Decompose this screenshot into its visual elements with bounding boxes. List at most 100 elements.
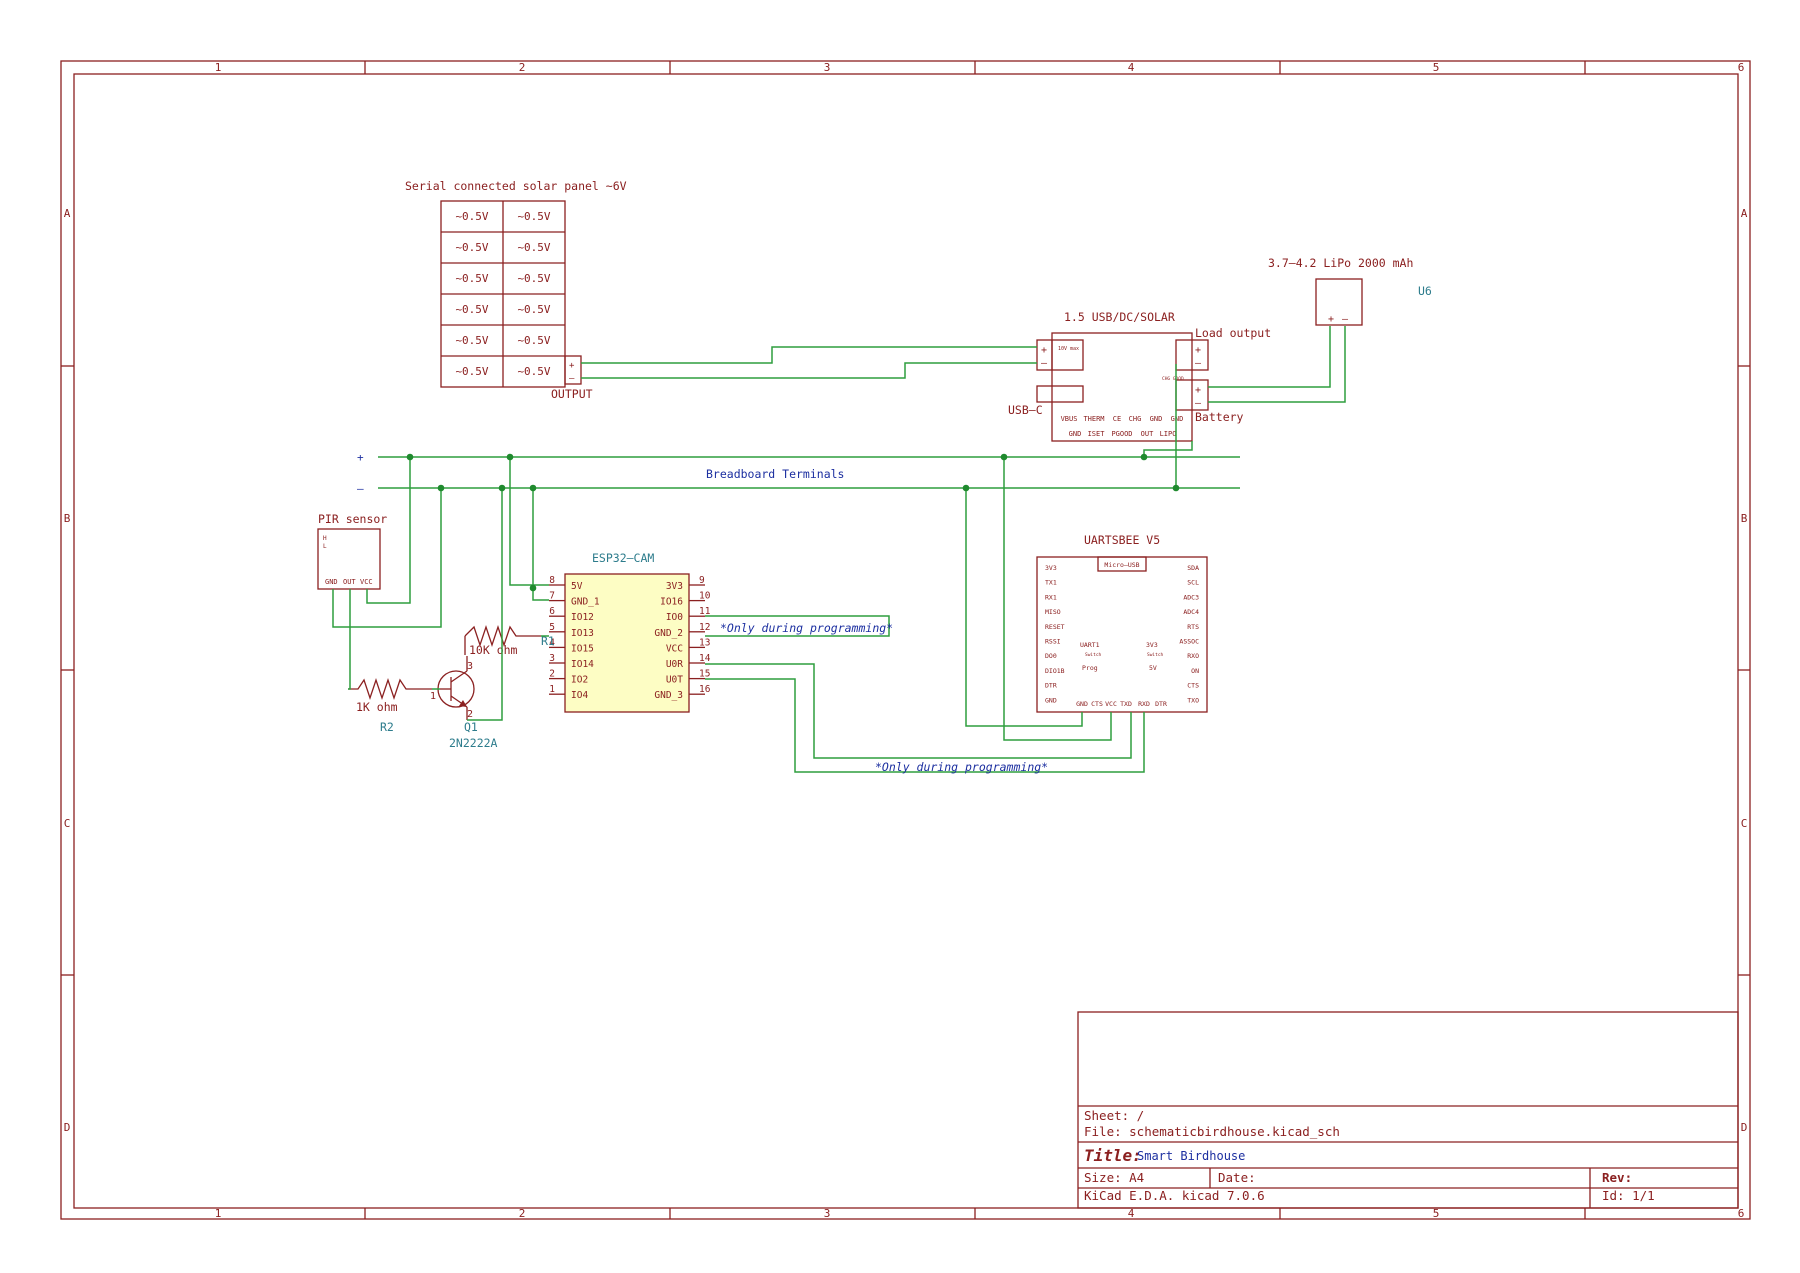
uart-pin-label: RESET — [1045, 623, 1065, 631]
charger-pin-label: PGOOD — [1111, 430, 1132, 438]
esp32-pin-name: IO13 — [571, 628, 594, 639]
frame-col-label: 2 — [519, 61, 526, 74]
frame-col-label: 5 — [1433, 61, 1440, 74]
esp32-pin-number: 13 — [699, 637, 710, 648]
breadboard-rails: + – Breadboard Terminals — [357, 451, 1240, 495]
solar-cell-label: ~0.5V — [455, 303, 488, 316]
lipo-battery[interactable]: 3.7–4.2 LiPo 2000 mAh + – U6 — [1268, 256, 1432, 326]
charger-board[interactable]: 1.5 USB/DC/SOLAR + – 10V max USB–C + – L… — [1008, 310, 1271, 442]
charger-pin-label: CE — [1113, 415, 1121, 423]
pir-pin-label: OUT — [343, 578, 356, 586]
resistor-r1[interactable]: 10K ohm R1 — [464, 624, 555, 657]
pir-jumper-label: L — [323, 543, 327, 550]
solar-cell-label: ~0.5V — [517, 334, 550, 347]
uart-pin-label: MISO — [1045, 608, 1061, 616]
uart-pin-label: DTR — [1045, 682, 1057, 690]
charger-pin-label: GND — [1150, 415, 1163, 423]
uartsbee-v5[interactable]: UARTSBEE V5 Micro–USB UART1 Switch Prog … — [1036, 533, 1208, 713]
wire-5v — [509, 457, 549, 586]
battery-minus: – — [1195, 398, 1202, 409]
charger-input-plus: + — [1041, 345, 1047, 356]
charger-pin-label: THERM — [1083, 415, 1104, 423]
transistor-pin-label: 2 — [467, 709, 473, 720]
charger-pin-label: VBUS — [1061, 415, 1078, 423]
junction-dot — [962, 484, 970, 492]
charger-input-connector — [1036, 339, 1084, 371]
charger-input-minus: – — [1041, 358, 1048, 369]
uart-pin-label: 3V3 — [1045, 564, 1057, 572]
frame-row-label: C — [64, 817, 71, 830]
uart-pin-label: DO0 — [1045, 652, 1057, 660]
wire-emitter-gnd — [467, 488, 503, 721]
load-output-connector — [1175, 339, 1209, 371]
wire-uart-gnd — [965, 488, 1083, 727]
transistor-q1-value: 2N2222A — [449, 736, 498, 750]
junction-dot — [437, 484, 445, 492]
charger-input-note: 10V max — [1058, 346, 1079, 352]
uart-switch-opt: Prog — [1082, 664, 1098, 672]
esp32-pin-name: VCC — [666, 643, 683, 654]
solar-output-label: OUTPUT — [551, 387, 593, 401]
junction-dot — [506, 453, 514, 461]
resistor-r2-value: 1K ohm — [356, 700, 398, 714]
breadboard-terminals-label: Breadboard Terminals — [706, 467, 844, 481]
resistor-r1-ref: R1 — [541, 634, 555, 648]
esp32-cam[interactable]: ESP32–CAM 85V7GND_16IO125IO134IO153IO142… — [549, 551, 711, 713]
rev-label: Rev: — [1602, 1170, 1632, 1185]
solar-cell-label: ~0.5V — [455, 365, 488, 378]
esp32-pin-number: 2 — [549, 669, 555, 680]
esp32-pin-name: IO16 — [660, 597, 683, 608]
pir-sensor[interactable]: PIR sensor H L GND OUT VCC — [317, 512, 387, 590]
size-label: Size: A4 — [1084, 1170, 1144, 1185]
load-output-minus: – — [1195, 358, 1202, 369]
esp32-cam-title: ESP32–CAM — [592, 551, 654, 565]
uart-pin-label: SCL — [1187, 579, 1199, 587]
junction-dot — [406, 453, 414, 461]
resistor-r2-ref: R2 — [380, 720, 394, 734]
pir-sensor-title: PIR sensor — [318, 512, 387, 526]
esp32-pin-number: 14 — [699, 653, 711, 664]
frame-row-label: A — [1741, 207, 1748, 220]
uart-pin-label: ADC4 — [1183, 608, 1199, 616]
uart-pin-label: TXO — [1187, 696, 1199, 704]
uart-pin-label: TXD — [1120, 700, 1132, 708]
wire-battery-minus — [1208, 326, 1346, 403]
frame-col-label: 2 — [519, 1207, 526, 1220]
rail-minus-label: – — [357, 482, 364, 495]
charger-pin-label: GND — [1069, 430, 1082, 438]
wire-solar-minus — [581, 362, 1037, 379]
uart-pin-label: RX1 — [1045, 593, 1057, 601]
esp32-pin-number: 16 — [699, 684, 711, 695]
junction-dot — [498, 484, 506, 492]
frame-row-label: D — [64, 1121, 71, 1134]
pir-pin-label: GND — [325, 578, 338, 586]
charger-pin-label: CHG — [1129, 415, 1142, 423]
uart-switch-sub: Switch — [1085, 652, 1102, 658]
junction-dot — [1000, 453, 1008, 461]
esp32-pin-name: U0T — [666, 675, 683, 686]
solar-cell-label: ~0.5V — [517, 303, 550, 316]
solar-panel[interactable]: Serial connected solar panel ~6V ~0.5V ~… — [405, 179, 627, 401]
uart-pin-label: ADC3 — [1183, 593, 1199, 601]
uart-pin-label: ASSOC — [1179, 638, 1199, 646]
uartsbee-title: UARTSBEE V5 — [1084, 533, 1160, 547]
micro-usb-port — [1097, 556, 1147, 572]
esp32-pin-name: IO4 — [571, 690, 588, 701]
esp32-pin-number: 8 — [549, 575, 555, 586]
charger-title: 1.5 USB/DC/SOLAR — [1064, 310, 1175, 324]
uart-pin-label: ON — [1191, 667, 1199, 675]
charger-pin-label: ISET — [1088, 430, 1106, 438]
transistor-q1[interactable]: 1 2 3 Q1 2N2222A — [430, 656, 498, 750]
esp32-pin-number: 3 — [549, 653, 555, 664]
resistor-r1-value: 10K ohm — [469, 643, 518, 657]
uart-switch-sub: Switch — [1147, 652, 1164, 658]
programming-note: *Only during programming* — [875, 760, 1048, 774]
uart-pin-label: DIO1B — [1045, 667, 1065, 675]
resistor-r2[interactable]: 1K ohm R2 — [348, 677, 432, 734]
uart-pin-label: SDA — [1187, 564, 1199, 572]
junction-dot — [529, 484, 537, 492]
lipo-battery-title: 3.7–4.2 LiPo 2000 mAh — [1268, 256, 1413, 270]
esp32-pin-number: 15 — [699, 669, 710, 680]
wire-load-plus-rail — [1143, 441, 1193, 457]
